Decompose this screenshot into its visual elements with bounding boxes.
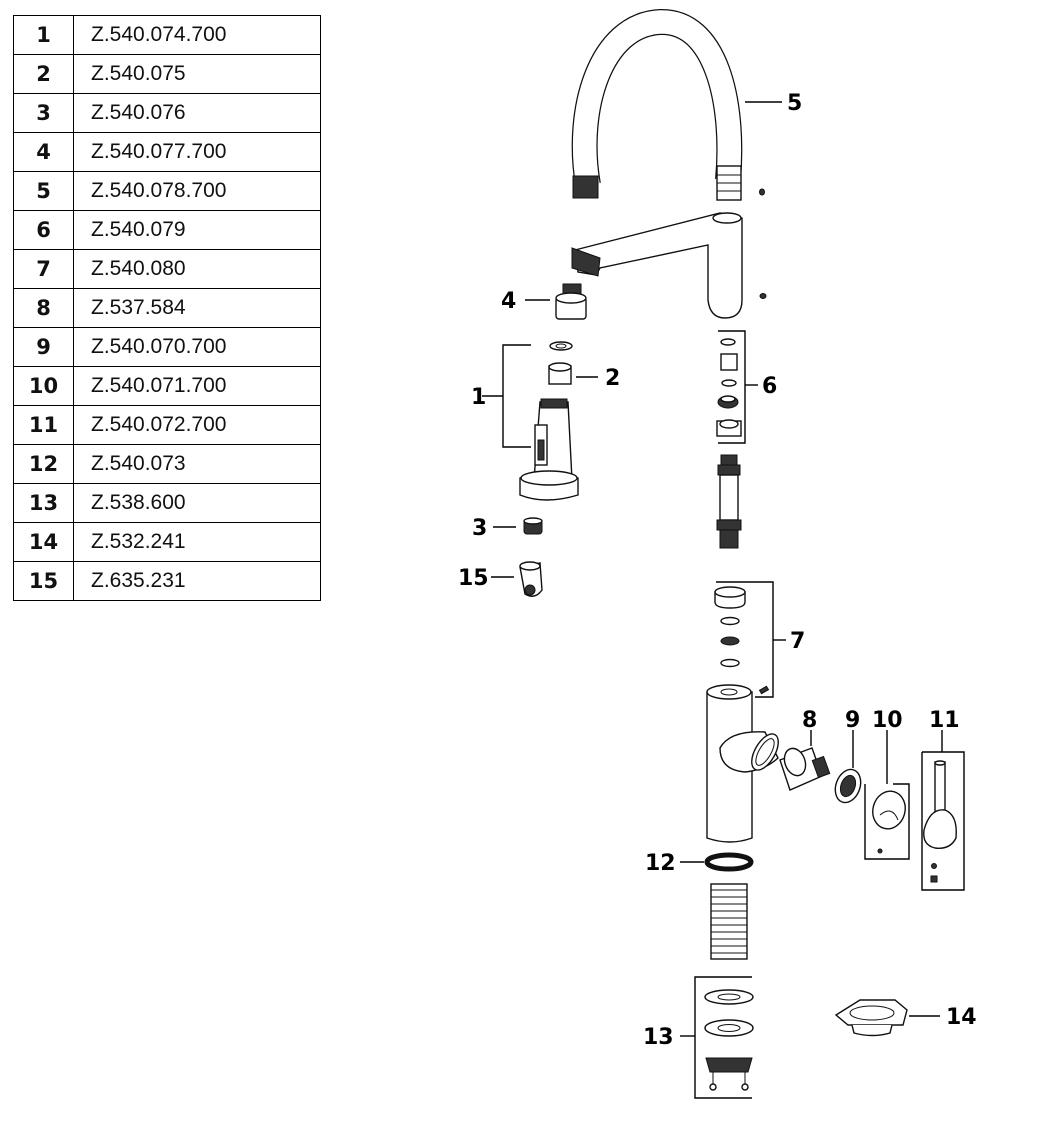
callout-4: 4 [501, 289, 516, 314]
callout-8: 8 [802, 708, 817, 733]
spout-arm [571, 212, 767, 319]
part-11-lever [921, 751, 965, 891]
part-code: Z.540.071.700 [73, 366, 321, 406]
hose-connector [716, 454, 742, 549]
callout-13: 13 [643, 1025, 674, 1050]
callout-1: 1 [471, 385, 486, 410]
callout-11: 11 [929, 708, 960, 733]
part-code: Z.532.241 [73, 522, 321, 562]
part-code: Z.540.077.700 [73, 132, 321, 172]
main-body [706, 684, 779, 843]
part-code: Z.540.080 [73, 249, 321, 289]
part-code: Z.537.584 [73, 288, 321, 328]
part-number: 5 [13, 171, 74, 211]
part-13-mounting-set [694, 976, 754, 1099]
part-7-seal-set [714, 581, 774, 698]
callout-14: 14 [946, 1005, 977, 1030]
callout-2: 2 [605, 366, 620, 391]
part-number: 8 [13, 288, 74, 328]
part-code: Z.538.600 [73, 483, 321, 523]
callout-6: 6 [762, 374, 777, 399]
callout-7: 7 [790, 629, 805, 654]
part-12-gasket [704, 852, 754, 872]
callout-12: 12 [645, 851, 676, 876]
part-number: 11 [13, 405, 74, 445]
callout-3: 3 [472, 516, 487, 541]
part-code: Z.635.231 [73, 561, 321, 601]
part-number: 14 [13, 522, 74, 562]
part-14-plate [834, 999, 908, 1037]
part-number: 1 [13, 15, 74, 55]
part-4-aerator [555, 283, 587, 320]
callout-10: 10 [872, 708, 903, 733]
part-15-key-tool [519, 561, 543, 597]
part-number: 12 [13, 444, 74, 484]
part-number: 15 [13, 561, 74, 601]
callout-15: 15 [458, 566, 489, 591]
part-3-nozzle [523, 517, 543, 535]
part-8-cartridge [779, 747, 831, 791]
part-10-lever-base [864, 783, 910, 860]
part-code: Z.540.075 [73, 54, 321, 94]
part-code: Z.540.079 [73, 210, 321, 250]
part-1-spray-head [502, 344, 579, 501]
part-code: Z.540.072.700 [73, 405, 321, 445]
part-9-ring [834, 768, 862, 804]
callout-5: 5 [787, 91, 802, 116]
leader-lines [482, 101, 943, 1037]
part-6-seal-set [716, 330, 746, 444]
part-code: Z.540.073 [73, 444, 321, 484]
part-number: 4 [13, 132, 74, 172]
part-code: Z.540.074.700 [73, 15, 321, 55]
threaded-rod [710, 883, 748, 960]
callout-9: 9 [845, 708, 860, 733]
part-code: Z.540.078.700 [73, 171, 321, 211]
part-code: Z.540.076 [73, 93, 321, 133]
part-number: 9 [13, 327, 74, 367]
part-2-insert [548, 341, 573, 385]
part-5-spout-hose [571, 9, 765, 201]
